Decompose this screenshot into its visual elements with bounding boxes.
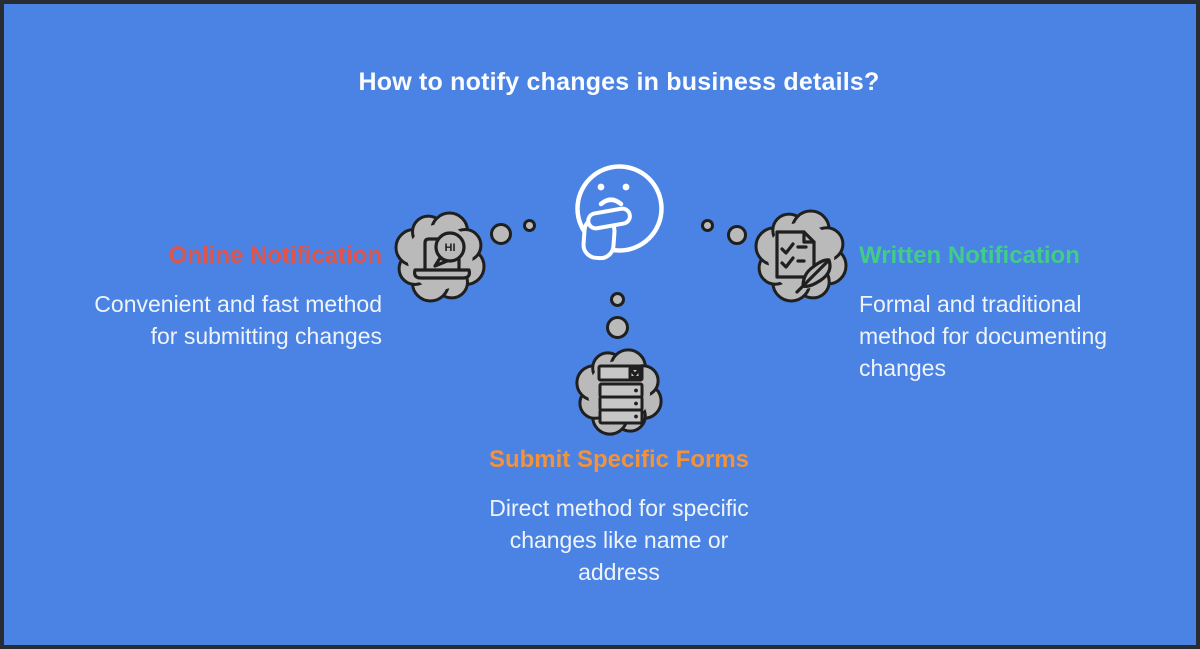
thought-cloud-forms bbox=[575, 348, 663, 436]
form-fields-icon bbox=[597, 364, 644, 425]
form-row bbox=[598, 408, 644, 425]
thought-dot-forms-large bbox=[606, 316, 629, 339]
thought-dot-written-small bbox=[701, 219, 714, 232]
online-notification-label: Online Notification bbox=[168, 242, 382, 269]
thought-dot-online-small bbox=[523, 219, 536, 232]
face-left-eye bbox=[597, 183, 605, 191]
document-quill-icon bbox=[775, 230, 832, 294]
submit-forms-block: Submit Specific Forms Direct method for … bbox=[469, 446, 769, 588]
face-frown-mouth bbox=[598, 197, 624, 207]
checkmark bbox=[780, 242, 795, 255]
thought-dot-online-large bbox=[490, 223, 512, 245]
thinking-face-icon bbox=[575, 164, 664, 261]
submit-forms-label: Submit Specific Forms bbox=[488, 446, 750, 473]
chevron-down-icon bbox=[630, 369, 640, 377]
thinking-hand bbox=[581, 206, 632, 261]
written-notification-description: Formal and traditional method for docume… bbox=[859, 291, 1108, 381]
cloud-shape bbox=[754, 209, 848, 303]
face-outline-circle bbox=[575, 164, 664, 253]
written-notification-label: Written Notification bbox=[859, 242, 1080, 269]
laptop-hi-icon: HI bbox=[413, 231, 471, 280]
quill-feather bbox=[795, 258, 832, 294]
thought-cloud-online: HI bbox=[394, 211, 486, 303]
hi-bubble-text: HI bbox=[445, 242, 456, 254]
submit-forms-description: Direct method for specific changes like … bbox=[489, 495, 749, 585]
face-right-eye bbox=[622, 183, 630, 191]
checkmark bbox=[780, 256, 795, 269]
online-notification-block: Online Notification Convenient and fast … bbox=[32, 242, 382, 352]
thought-dot-forms-small bbox=[610, 292, 625, 307]
online-notification-description: Convenient and fast method for submittin… bbox=[94, 291, 382, 349]
written-notification-block: Written Notification Formal and traditio… bbox=[859, 242, 1159, 384]
infographic-title: How to notify changes in business detail… bbox=[358, 68, 880, 96]
thought-dot-written-large bbox=[727, 225, 747, 245]
thought-cloud-written bbox=[754, 209, 848, 303]
